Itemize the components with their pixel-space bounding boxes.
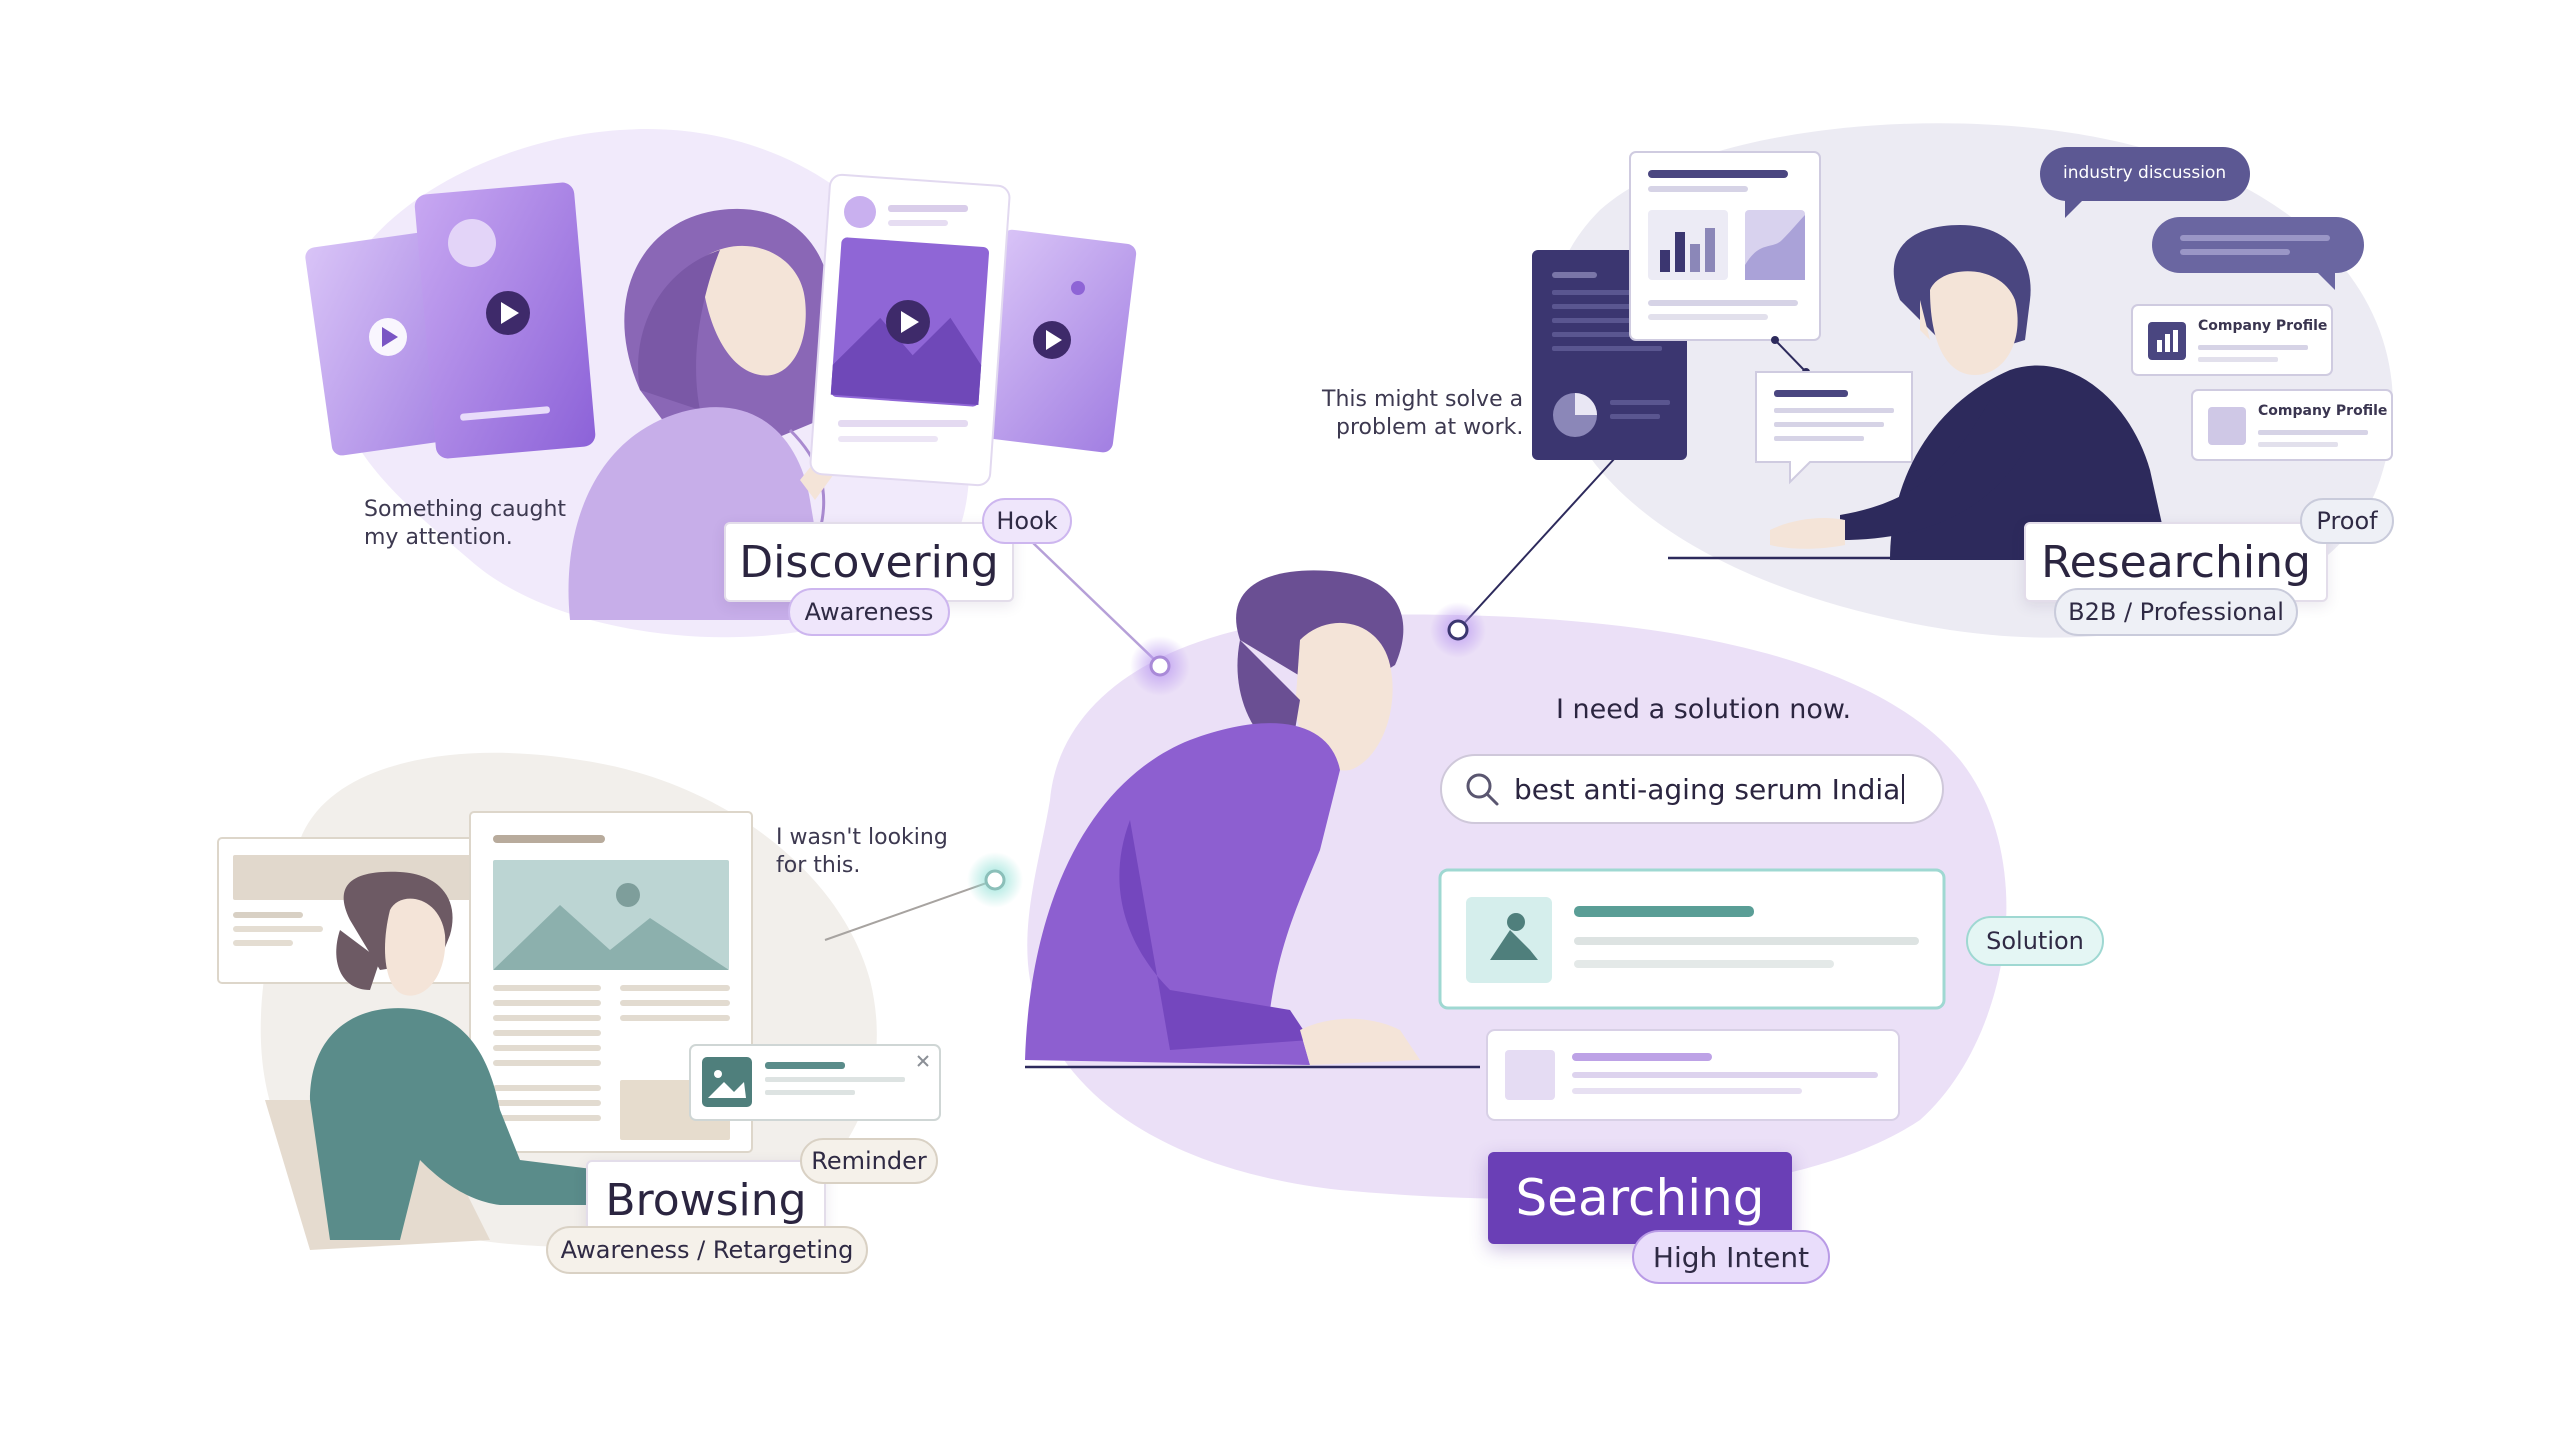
browsing-quote-line2: for this. xyxy=(776,853,861,878)
video-card-2 xyxy=(414,182,596,459)
close-icon xyxy=(917,1055,929,1067)
play-icon xyxy=(1046,330,1062,350)
video-card-4 xyxy=(978,229,1137,453)
company-profile-card-2 xyxy=(2191,389,2393,461)
comment-card xyxy=(1755,371,1913,485)
searching-title: Searching xyxy=(1488,1152,1792,1244)
reminder-ad-card xyxy=(689,1044,941,1121)
searching-quote: I need a solution now. xyxy=(1556,694,1852,725)
proof-tag: Proof xyxy=(2300,498,2394,544)
play-icon xyxy=(901,311,919,333)
article-page xyxy=(469,811,753,1153)
researching-quote-line1: This might solve a xyxy=(1322,387,1524,412)
result-card-secondary xyxy=(1486,1029,1900,1121)
phone-card xyxy=(809,173,1011,487)
chat-bubble xyxy=(2152,217,2364,290)
industry-discussion-label: industry discussion xyxy=(2063,163,2227,183)
awareness-tag: Awareness xyxy=(788,588,950,636)
analytics-card xyxy=(1629,151,1821,341)
man-teal-figure xyxy=(265,871,600,1250)
image-icon xyxy=(493,905,729,970)
search-icon xyxy=(1466,773,1499,806)
bar-chart-icon xyxy=(1660,250,1670,272)
play-icon xyxy=(382,327,398,347)
company-profile-card-1 xyxy=(2131,304,2333,376)
browsing-quote-line1: I wasn't looking xyxy=(776,825,948,850)
discovering-quote-line1: Something caught xyxy=(364,497,567,522)
bar-chart-icon xyxy=(2157,340,2162,352)
company-profile-label-1: Company Profile xyxy=(2198,318,2328,334)
discovering-quote-line2: my attention. xyxy=(364,525,513,550)
company-profile-label-2: Company Profile xyxy=(2258,403,2388,419)
reminder-tag: Reminder xyxy=(800,1138,938,1184)
retargeting-tag: Awareness / Retargeting xyxy=(546,1226,868,1274)
high-intent-tag: High Intent xyxy=(1632,1230,1830,1284)
woman-figure xyxy=(568,208,855,620)
text-caret xyxy=(1902,774,1905,804)
solution-tag: Solution xyxy=(1966,916,2104,966)
result-card-highlight xyxy=(1438,868,1946,1010)
play-icon xyxy=(501,302,519,324)
man-purple-figure xyxy=(1025,570,1420,1065)
discussion-bubble xyxy=(2040,147,2250,218)
b2b-tag: B2B / Professional xyxy=(2054,588,2298,636)
hook-tag: Hook xyxy=(982,498,1072,544)
search-query: best anti-aging serum India xyxy=(1514,772,1901,806)
researching-quote-line2: problem at work. xyxy=(1336,415,1524,440)
man-navy-figure xyxy=(1770,225,2170,560)
search-input[interactable]: best anti-aging serum India xyxy=(1440,754,1944,824)
